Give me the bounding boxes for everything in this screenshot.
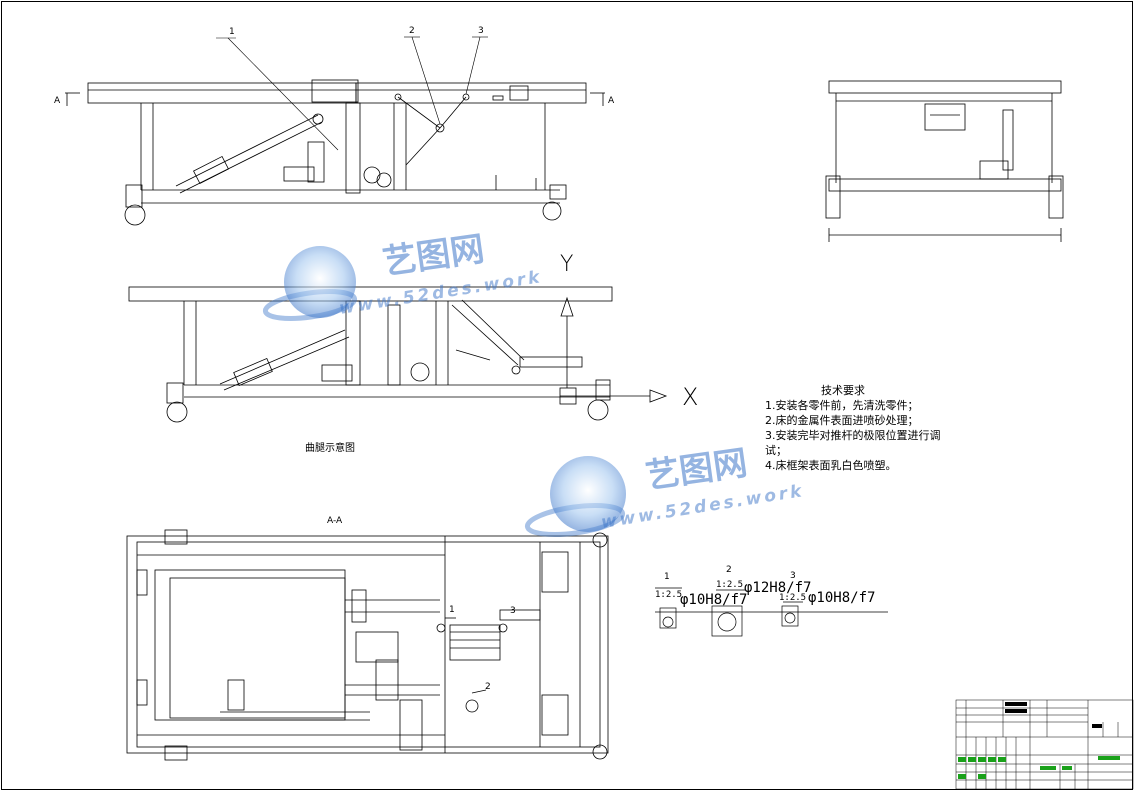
tech-requirements: 技术要求 1.安装各零件前，先清洗零件； 2.床的金属件表面进喷砂处理； 3.安… [765,382,941,473]
tech-item-3: 3.安装完毕对推杆的极限位置进行调 [765,429,941,442]
section-marker-right: A [608,96,615,106]
detail-2-scale: 1:2.5 [716,580,744,590]
axis-x-label: X [682,383,699,411]
detail-3-scale: 1:2.5 [779,593,807,603]
watermark-logo-1 [262,246,358,321]
tech-item-1: 1.安装各零件前，先清洗零件； [765,399,919,412]
axis-y-label: Y [560,252,574,277]
detail-views [655,587,888,637]
detail-2-fit: φ12H8/f7 [744,580,812,596]
detail-2-num: 2 [726,565,732,575]
detail-1-num: 1 [664,572,670,582]
callout-3-plan: 3 [510,606,516,616]
detail-1-fit: φ10H8/f7 [680,592,748,608]
end-view [825,80,1064,242]
callout-2-top: 2 [409,26,415,36]
callout-2-plan: 2 [485,682,491,692]
callout-3-top: 3 [478,26,484,36]
detail-1-scale: 1:2.5 [655,590,683,600]
callout-1-top: 1 [229,27,235,37]
leg-caption: 曲腿示意图 [305,443,355,454]
title-block-fills [958,702,1120,779]
title-block [955,699,1134,790]
tech-item-5: 4.床框架表面乳白色喷塑。 [765,459,897,472]
section-title: A-A [327,516,343,526]
tech-item-2: 2.床的金属件表面进喷砂处理； [765,414,919,427]
tech-title: 技术要求 [821,384,865,397]
leg-view [128,286,668,423]
tech-item-4: 试； [765,444,787,457]
detail-3-fit: φ10H8/f7 [808,590,876,606]
side-view-top [65,79,605,226]
detail-3-num: 3 [790,571,796,581]
callout-1-plan: 1 [449,605,455,615]
section-marker-left: A [54,96,61,106]
callout-leaders-top [216,36,488,151]
plan-view [126,529,609,761]
watermark-logo-2 [524,456,626,538]
